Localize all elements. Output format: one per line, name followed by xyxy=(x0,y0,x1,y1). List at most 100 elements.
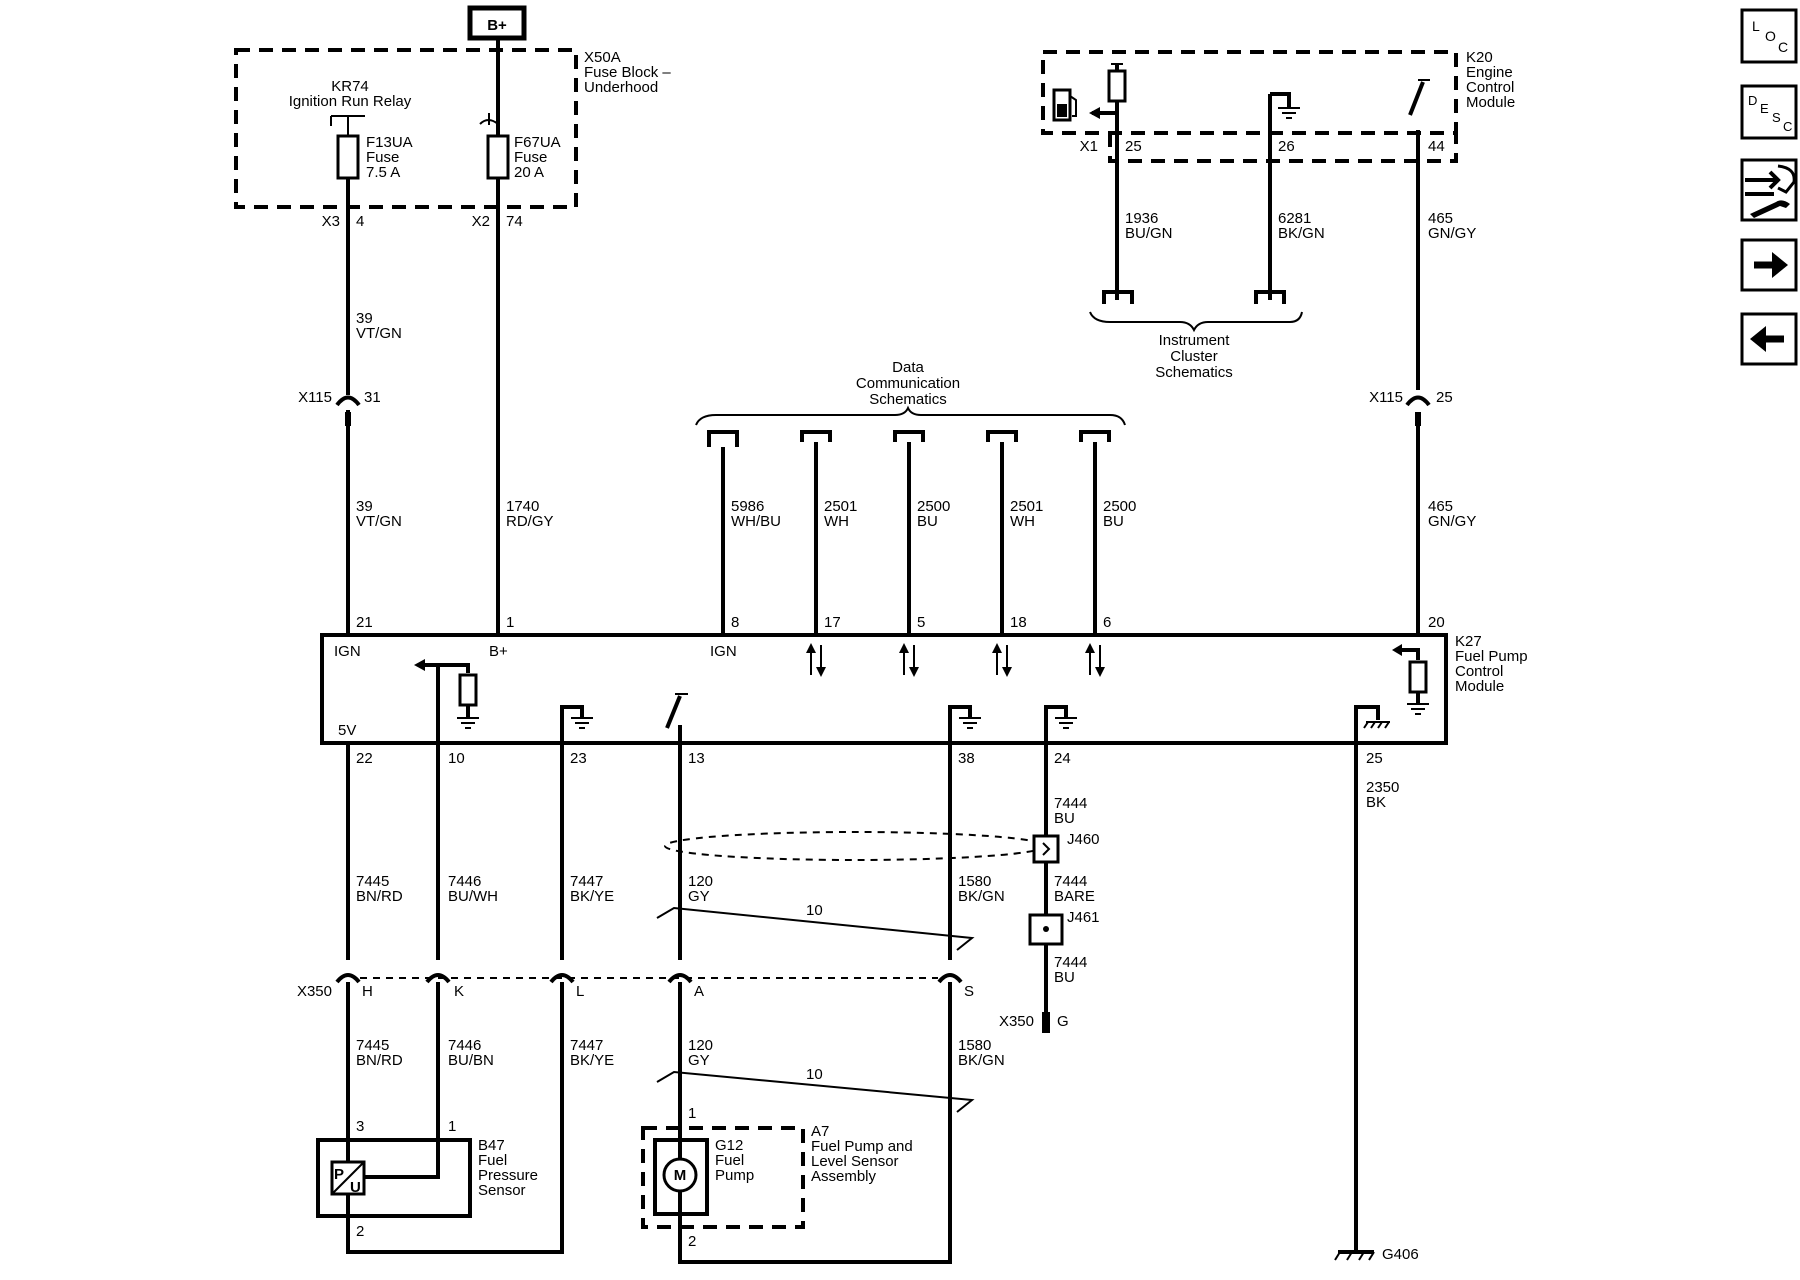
w1740-circuit: 1740 xyxy=(506,498,539,515)
fuse1-type: Fuse xyxy=(366,149,399,166)
ecm-switch-blade xyxy=(1408,81,1425,116)
w120-circuit-upper: 120 xyxy=(688,873,713,890)
w1936-color: BU/GN xyxy=(1125,225,1173,242)
w465-circuit-upper: 465 xyxy=(1428,210,1453,227)
sensor-pin-1: 1 xyxy=(448,1118,456,1135)
w2500a-circuit: 2500 xyxy=(917,498,950,515)
fpcm-top-pin-17: 17 xyxy=(824,614,841,631)
x115-pin-b: 25 xyxy=(1436,389,1453,406)
w7444bare-circuit: 7444 xyxy=(1054,873,1087,890)
w7447-color-upper: BK/YE xyxy=(570,888,614,905)
assembly-id: A7 xyxy=(811,1123,829,1140)
desc-letter-e: E xyxy=(1760,101,1769,116)
g406-ground-symbol xyxy=(1334,1251,1375,1261)
x350-pin-g-label: G xyxy=(1057,1013,1069,1030)
twist-count-upper: 10 xyxy=(806,902,823,919)
ecm-name-2: Control xyxy=(1466,79,1514,96)
ecm-pin-26: 26 xyxy=(1278,138,1295,155)
sensor-sym-u: U xyxy=(350,1179,361,1196)
w2500b-circuit: 2500 xyxy=(1103,498,1136,515)
connector-repair-button[interactable] xyxy=(1740,158,1798,222)
ecm-pin-25: 25 xyxy=(1125,138,1142,155)
fuse-pin1: 4 xyxy=(356,213,364,230)
ecm-pin-44: 44 xyxy=(1428,138,1445,155)
w2501a-color: WH xyxy=(824,513,849,530)
ground-g406-label: G406 xyxy=(1382,1246,1419,1263)
fpcm-chassis-ground-symbol xyxy=(1363,721,1390,729)
w6281-color: BK/GN xyxy=(1278,225,1325,242)
ic-ref-line1: Instrument xyxy=(1159,332,1231,349)
w7444c-color: BU xyxy=(1054,969,1075,986)
x350-pin-g xyxy=(1042,1012,1050,1033)
w1580-circuit-upper: 1580 xyxy=(958,873,991,890)
fuse2-type: Fuse xyxy=(514,149,547,166)
w7444a-color: BU xyxy=(1054,810,1075,827)
ic-ref-connector-2 xyxy=(1254,290,1286,304)
sensor-id: B47 xyxy=(478,1137,505,1154)
w2350-color: BK xyxy=(1366,794,1386,811)
fpcm-bottom-pin-24: 24 xyxy=(1054,750,1071,767)
w2350-circuit: 2350 xyxy=(1366,779,1399,796)
assembly-name-1: Fuel Pump and xyxy=(811,1138,913,1155)
ecm-x1-outline xyxy=(1108,133,1458,163)
ic-ref-bracket xyxy=(1089,311,1303,333)
fpcm-pin38-ground-symbol xyxy=(959,717,981,729)
pump-id: G12 xyxy=(715,1137,743,1154)
fpcm-bottom-pin-38: 38 xyxy=(958,750,975,767)
w7445-color-lower: BN/RD xyxy=(356,1052,403,1069)
w1740-color: RD/GY xyxy=(506,513,554,530)
fpcm-bottom-pin-10: 10 xyxy=(448,750,465,767)
fpcm-pin24-ground-symbol xyxy=(1055,717,1077,729)
assembly-name-3: Assembly xyxy=(811,1168,877,1185)
data-comm-line3: Schematics xyxy=(869,391,947,408)
w5986-color: WH/BU xyxy=(731,513,781,530)
w7444a-circuit: 7444 xyxy=(1054,795,1087,812)
fuse-pin2: 74 xyxy=(506,213,523,230)
fpcm-name-3: Module xyxy=(1455,678,1504,695)
ecm-id: K20 xyxy=(1466,49,1493,66)
w5986-circuit: 5986 xyxy=(731,498,764,515)
loc-button[interactable]: L O C xyxy=(1740,8,1798,64)
previous-page-button[interactable] xyxy=(1740,312,1798,366)
pressure-transducer-diagonal xyxy=(331,1161,365,1195)
w1580-circuit-lower: 1580 xyxy=(958,1037,991,1054)
w7446a-color: BU/WH xyxy=(448,888,498,905)
loc-letter-o: O xyxy=(1765,28,1776,44)
sensor-name-2: Pressure xyxy=(478,1167,538,1184)
x350-connector-cavities xyxy=(335,973,963,984)
w7447-circuit-lower: 7447 xyxy=(570,1037,603,1054)
w7447-color-lower: BK/YE xyxy=(570,1052,614,1069)
x115-pin-a: 31 xyxy=(364,389,381,406)
ecm-ground-lead xyxy=(1270,92,1291,108)
sensor-name-1: Fuel xyxy=(478,1152,507,1169)
fpcm-pin10-resistor xyxy=(458,673,478,707)
x115-label-right: X115 xyxy=(1369,389,1403,406)
ecm-name-3: Module xyxy=(1466,94,1515,111)
ecm-pullup-resistor xyxy=(1107,69,1127,103)
ic-ref-connector-1 xyxy=(1102,290,1134,304)
next-page-button[interactable] xyxy=(1740,238,1798,292)
fuel-pressure-sensor-box xyxy=(316,1138,472,1218)
w2501a-circuit: 2501 xyxy=(824,498,857,515)
wire-1580-lower xyxy=(678,982,952,1264)
battery-terminal: B+ xyxy=(467,5,527,41)
w1580-color-lower: BK/GN xyxy=(958,1052,1005,1069)
ecm-conn: X1 xyxy=(1080,138,1098,155)
shield-ellipse xyxy=(664,831,1046,861)
fpcm-top-pin-20: 20 xyxy=(1428,614,1445,631)
x350-pin-k: K xyxy=(454,983,464,1000)
w2500b-color: BU xyxy=(1103,513,1124,530)
fuse2-tap-symbol xyxy=(479,113,499,125)
fpcm-label-5v: 5V xyxy=(338,722,356,739)
fpcm-top-pin-21: 21 xyxy=(356,614,373,631)
desc-button[interactable]: D E S C xyxy=(1740,84,1798,140)
connector-wrench-icon xyxy=(1745,164,1796,218)
splice-j460-label: J460 xyxy=(1067,831,1100,848)
w39-color-upper: VT/GN xyxy=(356,325,402,342)
sensor-pin-3: 3 xyxy=(356,1118,364,1135)
twist-count-lower: 10 xyxy=(806,1066,823,1083)
fpcm-name-2: Control xyxy=(1455,663,1503,680)
pump-pin-1: 1 xyxy=(688,1105,696,1122)
w39-color-lower: VT/GN xyxy=(356,513,402,530)
fpcm-pin25-chassis-lead xyxy=(1354,705,1380,743)
